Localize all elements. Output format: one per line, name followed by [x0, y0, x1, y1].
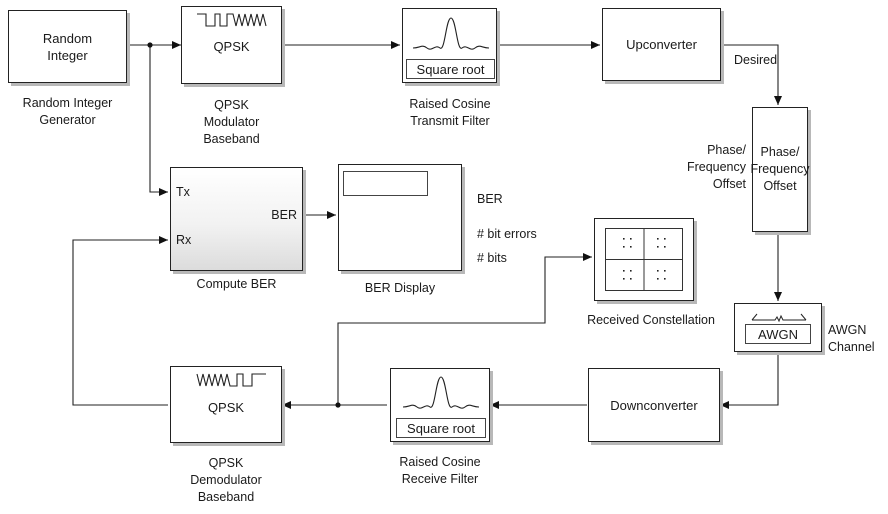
qpsk-demodulator-text: QPSK — [207, 399, 245, 415]
random-integer-text: Random Integer — [42, 30, 93, 63]
awgn-text: AWGN — [745, 324, 811, 344]
tx-filter-label: Raised Cosine Transmit Filter — [409, 97, 491, 128]
phase-offset-text: Phase/ Frequency Offset — [750, 145, 810, 193]
random-integer-block[interactable]: Random Integer — [8, 10, 127, 83]
wire-awgn-to-downconverter — [720, 352, 779, 409]
bits-annotation: # bits — [477, 251, 507, 265]
tx-filter-text: Square root — [406, 59, 495, 79]
ber-port-label: BER — [271, 208, 297, 222]
awgn-channel-label: AWGN Channel — [828, 323, 875, 354]
rx-port-label: Rx — [176, 233, 192, 247]
phase-offset-label: Phase/ Frequency Offset — [686, 143, 746, 191]
raised-cosine-icon — [412, 17, 490, 50]
display-readout — [343, 171, 428, 196]
upconverter-block[interactable]: Upconverter — [602, 8, 721, 81]
constellation-block[interactable] — [594, 218, 694, 301]
bit-errors-annotation: # bit errors — [477, 227, 537, 241]
random-integer-label: Random Integer Generator — [22, 96, 113, 127]
rx-filter-block[interactable]: Square root — [390, 368, 490, 442]
qpsk-demodulator-block[interactable]: QPSK — [170, 366, 282, 443]
qpsk-modulator-block[interactable]: QPSK — [181, 6, 282, 84]
rx-filter-label: Raised Cosine Receive Filter — [399, 455, 481, 486]
downconverter-block[interactable]: Downconverter — [588, 368, 720, 442]
desired-label: Desired — [734, 53, 778, 67]
rx-filter-text: Square root — [396, 418, 486, 438]
wire-branch-to-tx — [149, 45, 168, 196]
ber-display-block[interactable] — [338, 164, 462, 271]
downconverter-text: Downconverter — [610, 397, 698, 413]
qpsk-demodulator-label: QPSK Demodulator Baseband — [190, 456, 262, 504]
tx-port-label: Tx — [176, 185, 190, 199]
constellation-label: Received Constellation — [587, 313, 715, 327]
qpsk-modulator-label: QPSK Modulator Baseband — [203, 98, 260, 146]
junction-dot — [335, 402, 341, 408]
qpsk-modulator-text: QPSK — [213, 38, 250, 54]
junction-dot — [147, 42, 153, 48]
constellation-plot-icon — [605, 228, 683, 291]
compute-ber-label: Compute BER — [196, 277, 277, 291]
tx-filter-block[interactable]: Square root — [402, 8, 497, 83]
upconverter-text: Upconverter — [626, 37, 697, 52]
compute-ber-block[interactable]: Tx Rx BER — [170, 167, 303, 271]
raised-cosine-icon — [402, 376, 480, 409]
phase-frequency-offset-block[interactable]: Phase/ Frequency Offset — [750, 107, 810, 232]
noise-icon — [751, 313, 807, 323]
waveform-icon — [197, 13, 267, 27]
ber-annotation: BER — [477, 192, 503, 206]
waveform-icon — [196, 373, 266, 387]
ber-display-label: BER Display — [364, 281, 436, 295]
awgn-channel-block[interactable]: AWGN — [734, 303, 822, 352]
wire-demod-to-rx — [72, 236, 168, 406]
